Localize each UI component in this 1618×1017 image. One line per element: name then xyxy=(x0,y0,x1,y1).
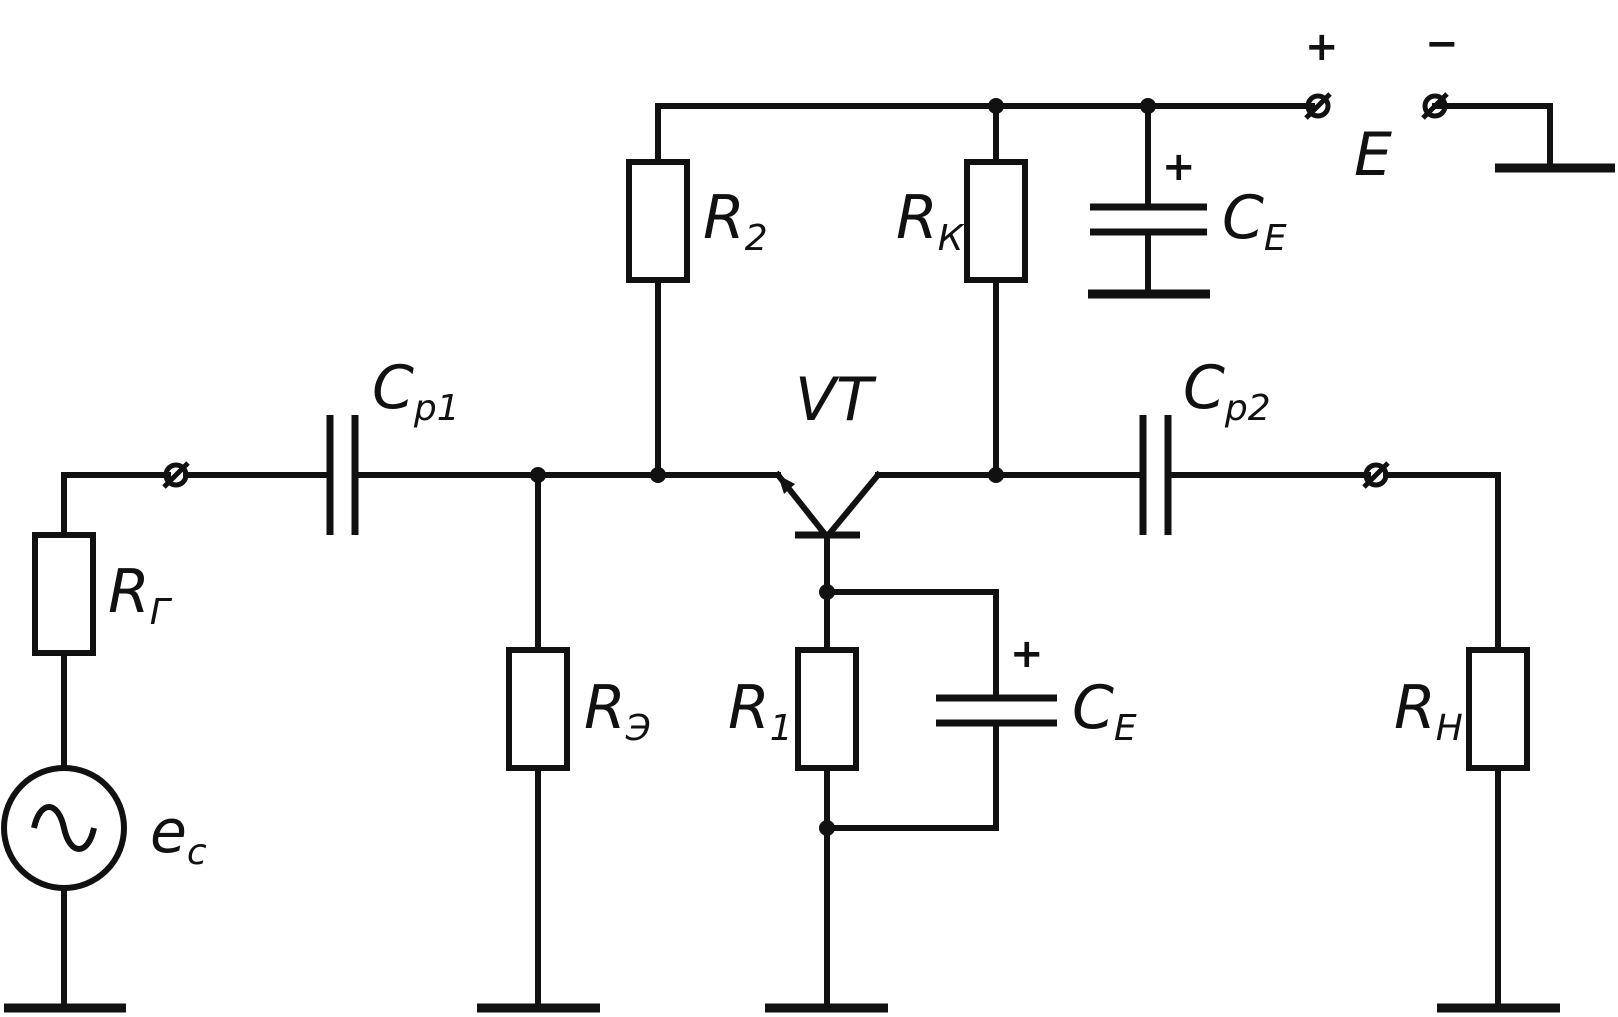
supply-positive-terminal xyxy=(1304,92,1332,120)
junction-dots xyxy=(530,98,1156,836)
resistor-rn xyxy=(1383,472,1560,1013)
capacitor-ce-supply xyxy=(1088,103,1210,299)
resistor-rk xyxy=(964,103,1028,479)
label-rg: RГ xyxy=(108,557,173,633)
label-cp2: Cp2 xyxy=(1183,353,1271,429)
supply-label-e: E xyxy=(1354,120,1392,190)
supply-negative-terminal xyxy=(1421,92,1449,120)
supply-plus-sign: + xyxy=(1305,24,1339,70)
label-ce-supply: CE xyxy=(1222,183,1287,259)
capacitor-cp1 xyxy=(183,415,781,535)
ce-emitter-plus-sign: + xyxy=(1010,631,1044,677)
label-ce-emitter: CE xyxy=(1072,673,1137,749)
label-r1: R1 xyxy=(728,673,793,749)
ce-supply-plus-sign: + xyxy=(1162,144,1196,190)
label-cp1: Cp1 xyxy=(372,353,460,429)
supply-minus-sign: − xyxy=(1425,21,1459,67)
resistor-r1 xyxy=(795,647,859,771)
input-branch xyxy=(4,472,171,1013)
label-ec: ec xyxy=(150,797,207,873)
label-rk: RК xyxy=(896,183,965,259)
label-r2: R2 xyxy=(703,183,768,259)
capacitor-ce-emitter xyxy=(824,589,1057,831)
label-rn: RН xyxy=(1394,673,1463,749)
resistor-r2 xyxy=(626,159,690,479)
label-re: RЭ xyxy=(584,673,651,749)
resistor-re xyxy=(477,472,600,1013)
transistor-vt xyxy=(765,470,999,1013)
signal-source-ec xyxy=(1,765,127,891)
label-vt: VT xyxy=(795,365,877,435)
supply-rail xyxy=(655,103,1615,173)
capacitor-cp2 xyxy=(993,415,1371,535)
